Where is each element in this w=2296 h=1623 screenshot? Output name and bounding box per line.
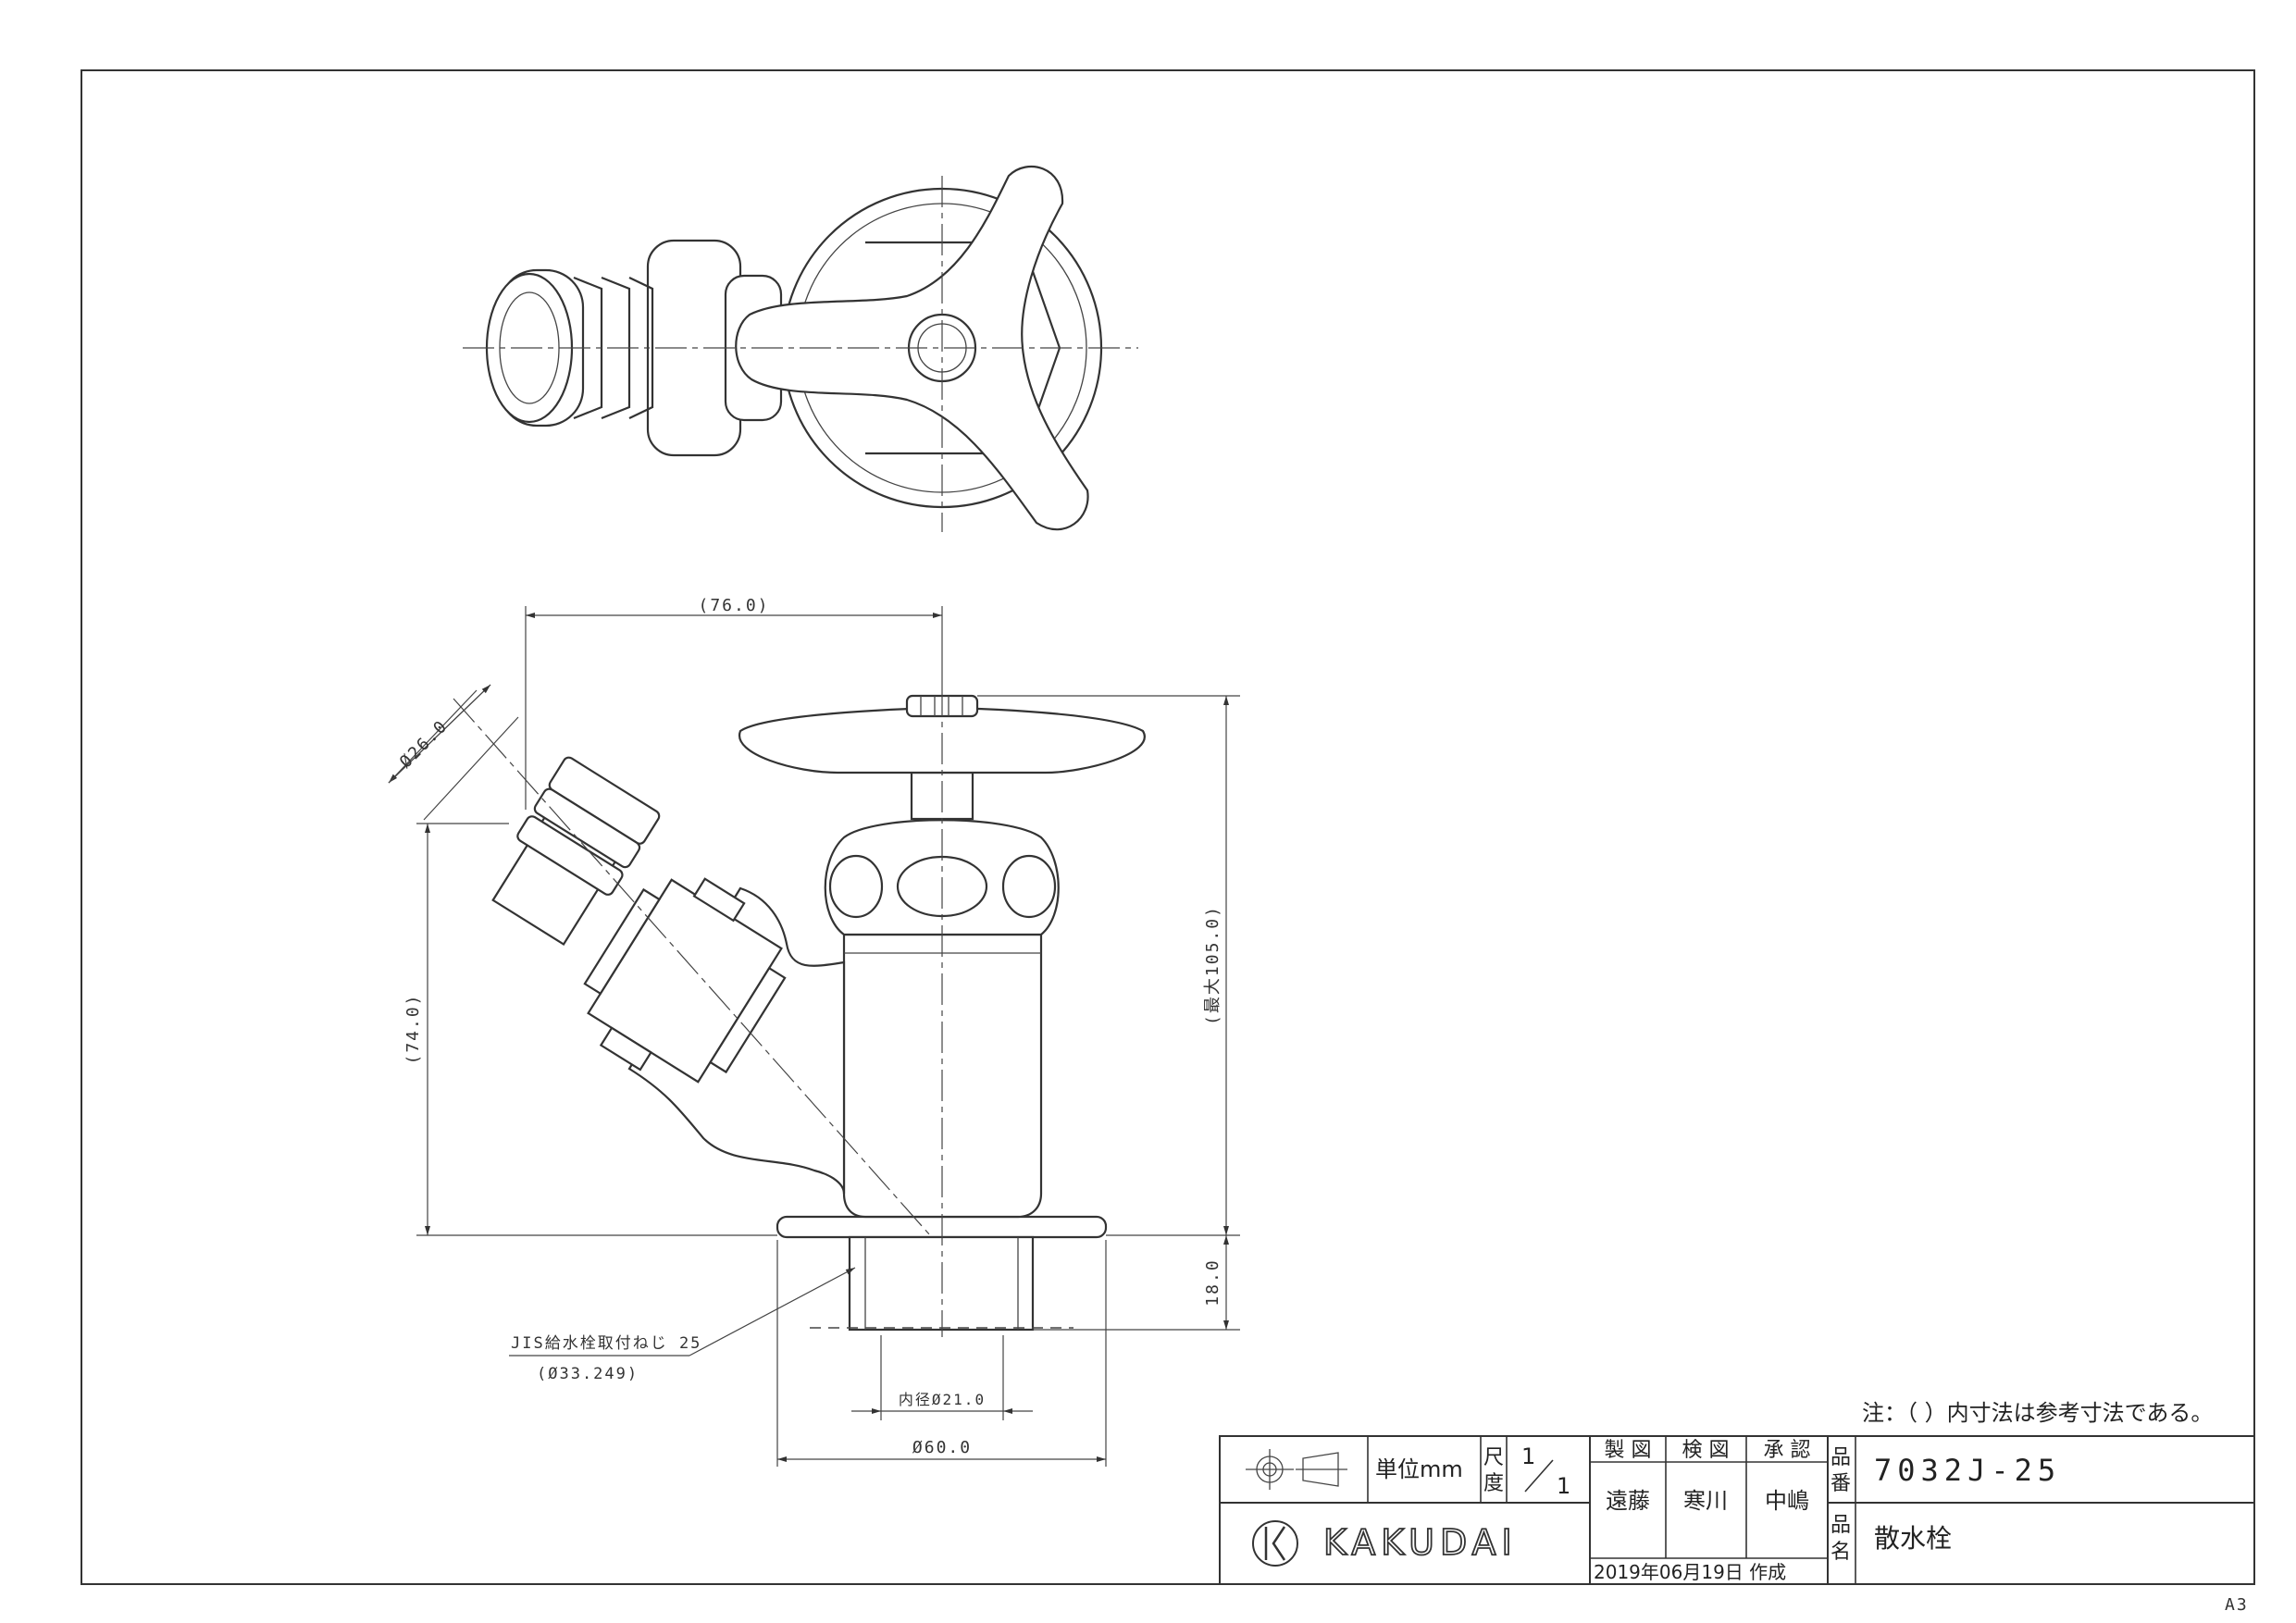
company-logo: KAKUDAI (1323, 1522, 1518, 1563)
approved-by: 中嶋 (1765, 1488, 1809, 1514)
checked-label: 検 図 (1682, 1439, 1730, 1462)
checked-by: 寒川 (1683, 1488, 1728, 1514)
part-name-label-1: 品 (1831, 1514, 1851, 1537)
scale-label-2: 度 (1483, 1472, 1504, 1495)
front-view (453, 685, 1146, 1337)
thread-note-line1: JIS給水栓取付ねじ 25 (511, 1334, 701, 1353)
dim-width-76: (76.0) (698, 596, 769, 615)
dim-dia-26: Ø26.0 (396, 716, 452, 772)
part-name-label-2: 名 (1831, 1541, 1851, 1564)
dimension-lines (388, 606, 1240, 1467)
scale-numerator: 1 (1521, 1443, 1535, 1469)
scale-denominator: 1 (1557, 1473, 1570, 1499)
dim-height-74: (74.0) (403, 993, 423, 1064)
scale-label-1: 尺 (1483, 1446, 1504, 1469)
part-number: 7032J-25 (1874, 1453, 2061, 1488)
dim-thread-18: 18.0 (1203, 1258, 1222, 1306)
drawing-date: 2019年06月19日 作成 (1594, 1561, 1786, 1583)
dim-base-dia: Ø60.0 (912, 1438, 972, 1457)
part-name: 散水栓 (1874, 1523, 1952, 1554)
thread-note-line2: (Ø33.249) (537, 1365, 639, 1383)
dim-max-105: (最大105.0) (1203, 905, 1222, 1025)
approved-label: 承 認 (1764, 1439, 1811, 1462)
drawing-border (81, 69, 2255, 1585)
part-no-label-2: 番 (1831, 1472, 1851, 1495)
drawn-by: 遠藤 (1606, 1488, 1650, 1514)
unit-label: 単位mm (1375, 1456, 1463, 1482)
sheet-size: A3 (2225, 1595, 2249, 1615)
drawn-label: 製 図 (1605, 1439, 1652, 1462)
title-block (1219, 1435, 2255, 1585)
part-no-label-1: 品 (1831, 1446, 1851, 1469)
dim-inner-dia: 内径Ø21.0 (899, 1391, 986, 1408)
reference-note: 注：（ ）内寸法は参考寸法である。 (1862, 1400, 2213, 1426)
top-view (463, 165, 1138, 532)
